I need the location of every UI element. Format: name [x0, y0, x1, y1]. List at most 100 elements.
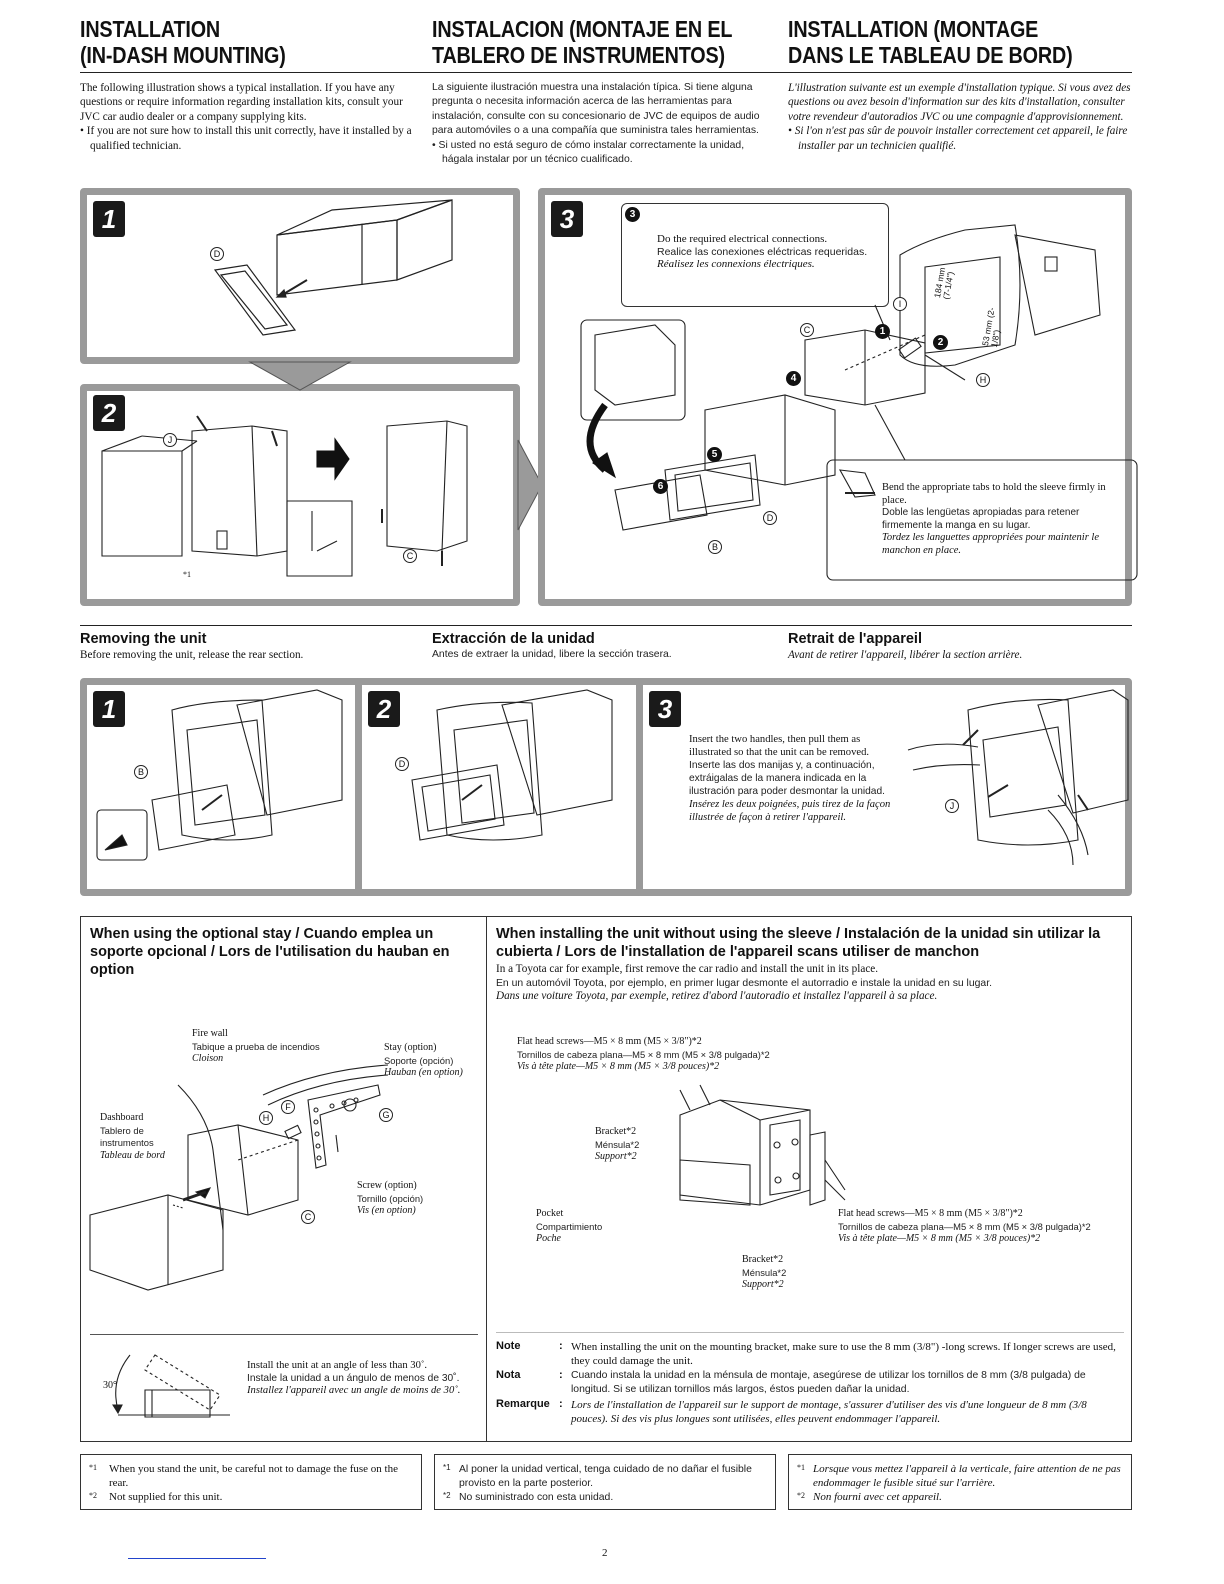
note-fr-colon: : — [559, 1398, 563, 1410]
footnotes-en: *1 When you stand the unit, be careful n… — [80, 1454, 422, 1510]
intro-es: La siguiente ilustración muestra una ins… — [432, 81, 778, 167]
note-en-key: Note — [496, 1340, 521, 1352]
stay-option-fr: Hauban (en option) — [384, 1067, 463, 1078]
install-step-1-badge: 1 — [93, 201, 125, 237]
screws-right-fr: Vis à tête plate—M5 × 8 mm (M5 × 3/8 pou… — [838, 1233, 1041, 1244]
nosleeve-intro-es: En un automóvil Toyota, por ejemplo, en … — [496, 977, 992, 989]
step-num-2: 2 — [933, 335, 948, 350]
footnote-fr-2-mark: *2 — [797, 1491, 805, 1500]
bracket-bottom-fr: Support*2 — [742, 1279, 784, 1290]
bracket-top-fr: Support*2 — [595, 1151, 637, 1162]
footnotes-es: *1 Al poner la unidad vertical, tenga cu… — [434, 1454, 776, 1510]
callout-connections — [621, 203, 889, 307]
screws-right-en: Flat head screws—M5 × 8 mm (M5 × 3/8")*2 — [838, 1208, 1023, 1219]
remove-instruction-fr: Insérez les deux poignées, puis tirez de… — [689, 799, 891, 823]
screws-label-top: Flat head screws—M5 × 8 mm (M5 × 3/8")*2… — [517, 1036, 770, 1074]
label-d-circle: D — [210, 247, 224, 261]
install-flow-arrow-down — [248, 361, 352, 391]
heading-es: INSTALACION (MONTAJE EN EL TABLERO DE IN… — [432, 16, 781, 68]
bracket-top-en: Bracket*2 — [595, 1126, 637, 1137]
bracket-bottom-en: Bracket*2 — [742, 1254, 784, 1265]
angle-illustration — [112, 1354, 230, 1418]
footnote-es-1-text: Al poner la unidad vertical, tenga cuida… — [459, 1464, 752, 1489]
page-number: 2 — [602, 1547, 608, 1559]
screws-right-es: Tornillos de cabeza plana—M5 × 8 mm (M5 … — [838, 1220, 1091, 1232]
remove-label-d: D — [395, 757, 409, 771]
nosleeve-intro: In a Toyota car for example, first remov… — [496, 963, 1124, 1004]
footnote-es-1-mark: *1 — [443, 1463, 451, 1472]
remove-label-b: B — [134, 765, 148, 779]
step-num-1: 1 — [875, 324, 890, 339]
stay-illustration — [89, 1064, 389, 1291]
screws-top-fr: Vis à tête plate—M5 × 8 mm (M5 × 3/8 pou… — [517, 1061, 720, 1072]
remove-panel-1-illustration — [96, 689, 343, 861]
step-num-4: 4 — [786, 371, 801, 386]
intro-en-bullet-text: If you are not sure how to install this … — [86, 125, 412, 152]
removing-en: Removing the unit Before removing the un… — [80, 630, 420, 662]
nosleeve-note-rule — [496, 1332, 1124, 1333]
step-num-5: 5 — [707, 447, 722, 462]
removing-es-title: Extracción de la unidad — [432, 631, 595, 647]
bracket-bottom-es: Ménsula*2 — [742, 1266, 787, 1278]
screw-option-es: Tornillo (opción) — [357, 1192, 424, 1204]
install-flow-arrow-right — [517, 439, 543, 531]
note-es-key: Nota — [496, 1369, 521, 1381]
install-panel-1: 1 D — [80, 188, 520, 364]
removing-en-text: Before removing the unit, release the re… — [80, 649, 304, 661]
bracket-label-top: Bracket*2 Ménsula*2 Support*2 — [595, 1126, 639, 1164]
footnote-en-1: *1 When you stand the unit, be careful n… — [89, 1463, 415, 1490]
intro-fr-bullet-text: Si l'on n'est pas sûr de pouvoir install… — [794, 125, 1128, 152]
remove-panel-2-illustration — [411, 689, 613, 841]
heading-es-line1: INSTALACION (MONTAJE EN EL — [432, 16, 733, 42]
screw-option-en: Screw (option) — [357, 1180, 417, 1191]
note-en-colon: : — [559, 1340, 563, 1352]
dashboard-es-2: instrumentos — [100, 1137, 154, 1148]
pocket-es: Compartimiento — [536, 1220, 603, 1232]
remove-step-1-badge: 1 — [93, 691, 125, 727]
nosleeve-title: When installing the unit without using t… — [496, 926, 1101, 960]
stay-label-f: F — [281, 1100, 295, 1114]
intro-fr-bullet: • Si l'on n'est pas sûr de pouvoir insta… — [788, 125, 1128, 152]
label-i-circle: I — [893, 297, 907, 311]
footnote-en-2-text: Not supplied for this unit. — [109, 1491, 223, 1503]
remove-instruction: Insert the two handles, then pull them a… — [689, 733, 901, 824]
label-b-circle: B — [708, 540, 722, 554]
note-es-colon: : — [559, 1369, 563, 1381]
fire-wall-fr: Cloison — [192, 1053, 224, 1064]
callout-tabs-fr: Tordez les languettes appropriées pour m… — [882, 532, 1099, 556]
lower-section-divider — [486, 916, 487, 1442]
heading-fr: INSTALLATION (MONTAGE DANS LE TABLEAU DE… — [788, 16, 1119, 68]
angle-label: 30° — [103, 1380, 117, 1391]
footnote-fr-2-text: Non fourni avec cet appareil. — [813, 1491, 942, 1503]
label-j-circle: J — [163, 433, 177, 447]
install-step-3-badge: 3 — [551, 201, 583, 237]
callout-connections-en: Do the required electrical connections. — [657, 233, 828, 245]
stay-option-en: Stay (option) — [384, 1042, 437, 1053]
lower-section-frame — [80, 916, 1132, 1442]
removing-es: Extracción de la unidad Antes de extraer… — [432, 630, 778, 662]
screws-top-es: Tornillos de cabeza plana—M5 × 8 mm (M5 … — [517, 1048, 770, 1060]
intro-es-bullet: • Si usted no está seguro de cómo instal… — [432, 139, 745, 166]
fire-wall-en: Fire wall — [192, 1028, 228, 1039]
footnote-en-2: *2 Not supplied for this unit. — [89, 1491, 415, 1505]
angle-en: Install the unit at an angle of less tha… — [247, 1360, 428, 1371]
removing-es-text: Antes de extraer la unidad, libere la se… — [432, 649, 672, 660]
dashboard-label: Dashboard Tablero de instrumentos Tablea… — [100, 1112, 165, 1162]
install-panel-3-illustration — [580, 224, 1138, 581]
callout-tabs-en: Bend the appropriate tabs to hold the sl… — [882, 482, 1106, 506]
stay-title: When using the optional stay / Cuando em… — [90, 926, 450, 978]
remove-panel-1: 1 B — [80, 678, 362, 896]
footnote-es-2: *2 No suministrado con esta unidad. — [443, 1491, 769, 1505]
label-h-circle: H — [976, 373, 990, 387]
footnote-mark-1: *1 — [183, 570, 191, 579]
heading-rule — [80, 72, 1132, 73]
footnote-es-1: *1 Al poner la unidad vertical, tenga cu… — [443, 1463, 769, 1490]
footnote-fr-1: *1 Lorsque vous mettez l'appareil à la v… — [797, 1463, 1127, 1490]
remove-instruction-es: Inserte las dos manijas y, a continuació… — [689, 760, 885, 797]
label-d-circle-2: D — [763, 511, 777, 525]
stay-angle-rule — [90, 1334, 478, 1335]
intro-en-text: The following illustration shows a typic… — [80, 82, 403, 123]
removing-fr-title: Retrait de l'appareil — [788, 631, 922, 647]
angle-instruction: Install the unit at an angle of less tha… — [247, 1360, 475, 1398]
removing-fr-text: Avant de retirer l'appareil, libérer la … — [788, 649, 1023, 661]
